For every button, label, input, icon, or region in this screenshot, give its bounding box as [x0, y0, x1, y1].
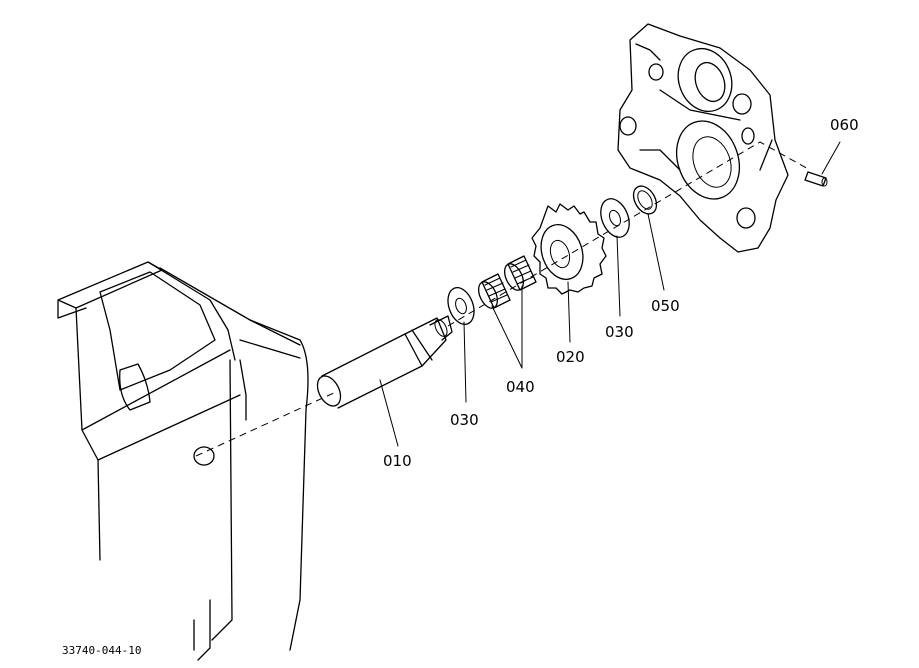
callout-030-left: 030: [450, 411, 479, 429]
assembly-centerline: [195, 141, 811, 457]
shaft-010: [316, 315, 453, 409]
gear-020: [531, 203, 607, 295]
leader-lines: [379, 141, 841, 447]
callout-050: 050: [651, 297, 680, 315]
callout-060: 060: [830, 116, 859, 134]
callout-030-right: 030: [605, 323, 634, 341]
thrust-washer-030-left: [447, 287, 475, 325]
callout-040: 040: [506, 378, 535, 396]
transmission-case: [57, 261, 309, 661]
callout-010: 010: [383, 452, 412, 470]
snap-ring-050: [632, 185, 658, 215]
needle-bearing-040-b: [503, 255, 537, 291]
diagram-code: 33740-044-10: [62, 644, 141, 657]
needle-bearing-040-a: [477, 273, 511, 309]
thrust-washer-030-right: [600, 198, 630, 238]
bearing-housing: [617, 23, 789, 253]
callout-020: 020: [556, 348, 585, 366]
spring-pin-060: [804, 171, 828, 187]
